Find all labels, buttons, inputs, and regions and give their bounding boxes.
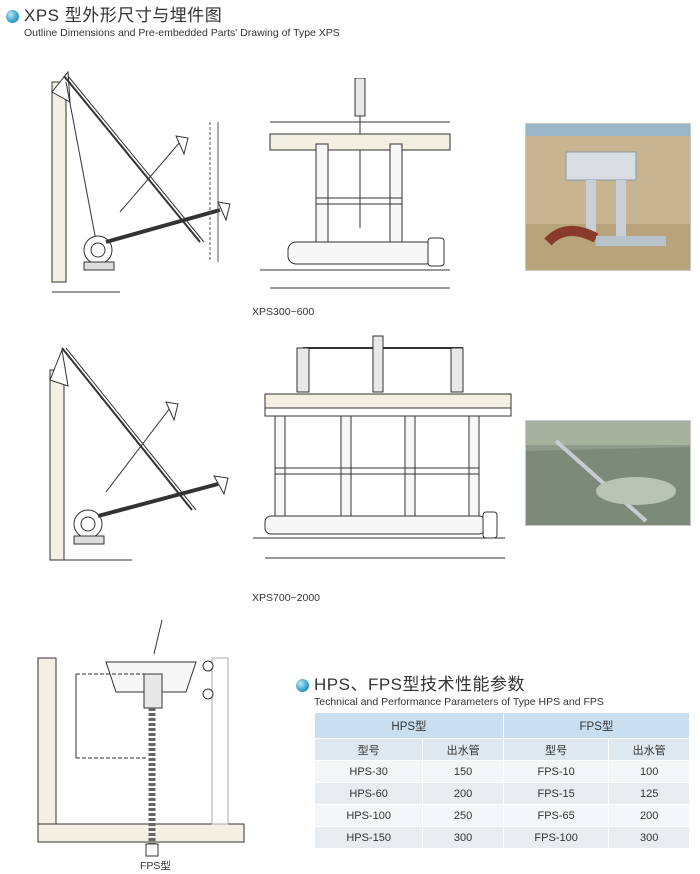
- table-cell: 200: [422, 782, 504, 805]
- column-header: 出水管: [422, 738, 504, 761]
- section-title-en: Outline Dimensions and Pre-embedded Part…: [24, 27, 340, 39]
- table-row: HPS-100 250 FPS-65 200: [313, 804, 690, 827]
- group-header-fps: FPS型: [502, 712, 691, 739]
- table-cell: 100: [608, 760, 690, 783]
- table-cell: HPS-30: [313, 760, 424, 783]
- caption-fps: FPS型: [140, 860, 171, 872]
- xps-small-side-drawing: [51, 70, 231, 293]
- table-column-header-row: 型号 出水管 型号 出水管: [313, 738, 690, 761]
- table-group-header-row: HPS型 FPS型: [314, 712, 691, 739]
- column-header: 出水管: [608, 738, 690, 761]
- spec-title-cn: HPS、FPS型技术性能参数: [314, 675, 526, 694]
- section-title-cn: XPS 型外形尺寸与埋件图: [24, 6, 223, 25]
- column-header: 型号: [502, 738, 610, 761]
- installation-photo-1: [525, 123, 691, 271]
- table-cell: 250: [422, 804, 504, 827]
- xps-large-front-drawing: [253, 335, 512, 559]
- xps-large-side-drawing: [49, 347, 229, 561]
- installation-photo-2: [525, 420, 691, 526]
- column-header: 型号: [313, 738, 424, 761]
- table-cell: FPS-100: [502, 826, 610, 849]
- table-cell: HPS-100: [313, 804, 424, 827]
- caption-xps-large: XPS700~2000: [252, 592, 321, 604]
- table-cell: HPS-150: [313, 826, 424, 849]
- table-cell: 300: [422, 826, 504, 849]
- table-cell: 200: [608, 804, 690, 827]
- spec-title-en: Technical and Performance Parameters of …: [314, 696, 604, 708]
- table-cell: 125: [608, 782, 690, 805]
- caption-xps-small: XPS300~600: [252, 306, 315, 318]
- table-cell: 150: [422, 760, 504, 783]
- xps-small-front-drawing: [260, 78, 451, 289]
- bullet-icon: [296, 679, 309, 692]
- table-row: HPS-150 300 FPS-100 300: [313, 826, 690, 849]
- table-cell: 300: [608, 826, 690, 849]
- table-cell: FPS-10: [502, 760, 610, 783]
- bullet-icon: [6, 10, 19, 23]
- table-row: HPS-60 200 FPS-15 125: [313, 782, 690, 805]
- spec-table: HPS型 FPS型 型号 出水管 型号 出水管 HPS-30 150 FPS-1…: [313, 712, 691, 849]
- fps-drawing: [37, 619, 245, 857]
- group-header-hps: HPS型: [314, 712, 504, 739]
- section-header-xps: XPS 型外形尺寸与埋件图 Outline Dimensions and Pre…: [6, 6, 340, 40]
- table-cell: FPS-65: [502, 804, 610, 827]
- table-cell: FPS-15: [502, 782, 610, 805]
- section-header-spec: HPS、FPS型技术性能参数 Technical and Performance…: [296, 675, 604, 709]
- table-cell: HPS-60: [313, 782, 424, 805]
- table-row: HPS-30 150 FPS-10 100: [313, 760, 690, 783]
